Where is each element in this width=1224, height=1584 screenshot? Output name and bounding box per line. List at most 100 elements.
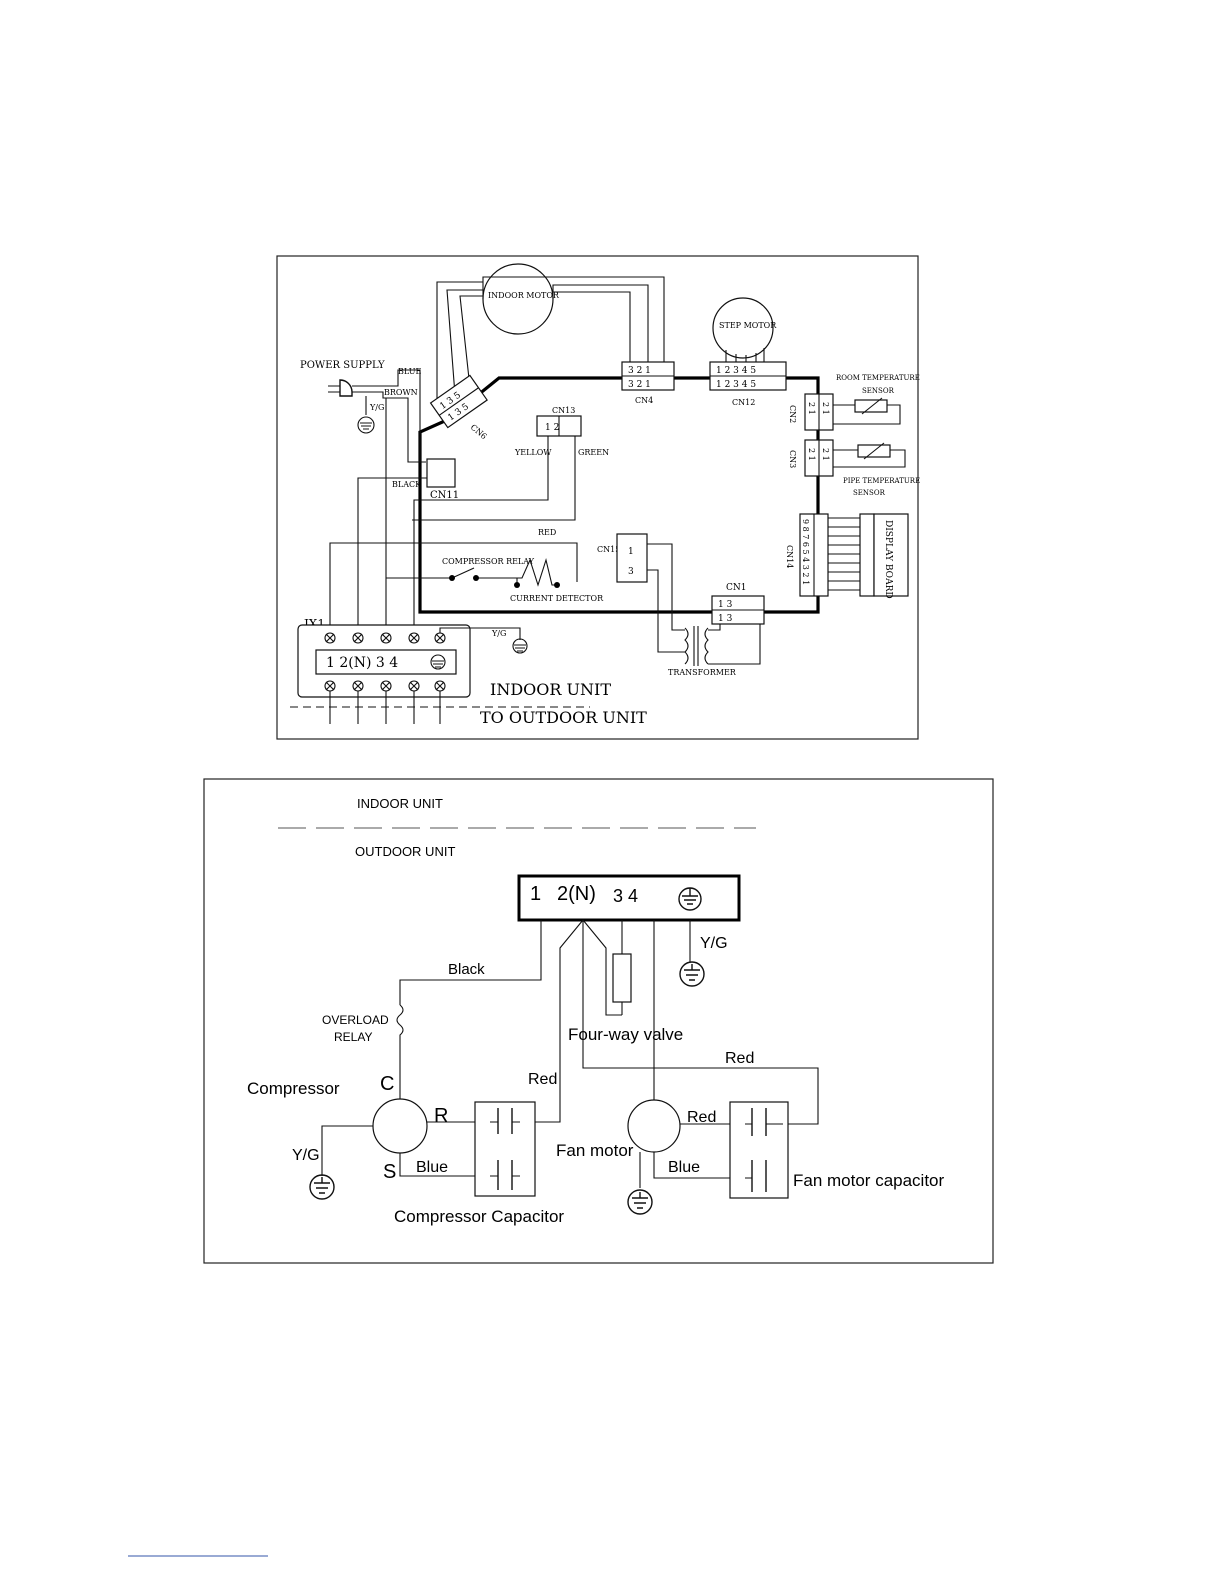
overload-relay-symbol [396,1004,404,1100]
svg-text:1 2: 1 2 [545,423,559,433]
indoor-unit-label: INDOOR UNIT [490,680,611,699]
compressor-capacitor-label: Compressor Capacitor [394,1207,564,1226]
red-comp-label: Red [528,1071,557,1088]
display-board-label: DISPLAY BOARD [883,520,893,599]
svg-text:1 2 3 4 5: 1 2 3 4 5 [716,366,756,376]
blue-fan-label: Blue [668,1159,700,1176]
plug-ground-icon [357,416,375,434]
cn12-connector: 1 2 3 4 5 1 2 3 4 5 [709,361,787,391]
current-detector-label: CURRENT DETECTOR [510,594,604,603]
svg-text:9 8 7 6 5 4 3 2 1: 9 8 7 6 5 4 3 2 1 [801,519,810,585]
cn3-label: CN3 [788,450,797,468]
fan-motor-capacitor-plates [751,1108,767,1192]
svg-text:1 3: 1 3 [718,614,733,624]
wire-transformer-cn1-b [708,624,761,665]
relay-contact-b [473,575,479,581]
svg-text:1: 1 [628,547,634,557]
current-detector-symbol [516,557,557,587]
red-fan-label: Red [725,1050,754,1067]
indoor-wiring-diagram: INDOOR MOTOR 1 3 5 1 3 5 CN6 3 2 1 3 2 1… [276,255,920,740]
cn15-connector: 1 3 [616,533,648,583]
compressor-capacitor [474,1101,536,1197]
power-supply-label: POWER SUPPLY [300,360,385,371]
cn4-connector: 3 2 1 3 2 1 [621,361,675,391]
svg-text:1 3: 1 3 [718,600,733,610]
blue-label: BLUE [398,367,421,376]
svg-text:3 2 1: 3 2 1 [628,380,651,390]
svg-text:2 1: 2 1 [807,448,816,461]
transformer-label: TRANSFORMER [668,668,737,677]
wire-green [412,436,576,521]
power-plug-symbol [339,379,353,397]
terminal-1-label: 1 [530,883,541,905]
four-way-valve-label: Four-way valve [568,1025,683,1044]
svg-text:2 1: 2 1 [807,402,816,415]
cn13-label: CN13 [552,406,575,415]
compressor-label: Compressor [247,1079,340,1098]
svg-text:1 2 3 4 5: 1 2 3 4 5 [716,380,756,390]
outdoor-diagram-frame [203,778,994,1264]
cn4-label: CN4 [635,396,653,405]
transformer-symbol [684,626,709,666]
red-fan-motor-label: Red [687,1109,716,1126]
wire-motor-cn4-b [552,284,649,362]
svg-text:3: 3 [628,567,634,577]
wire-n-four-way [582,919,622,1016]
brown-label: BROWN [384,388,418,397]
pipe-sensor-label-2: SENSOR [853,489,886,497]
yg-comp-label: Y/G [292,1147,320,1164]
compressor-ground-icon [309,1174,335,1200]
cn14-label: CN14 [785,545,794,568]
room-sensor-label-2: SENSOR [862,387,895,395]
wire-cn15-a [647,543,685,631]
fan-motor-capacitor [729,1101,789,1199]
wire-motor-cn6-b [446,289,483,396]
room-sensor-label-1: ROOM TEMPERATURE [836,374,920,382]
step-motor-symbol [712,297,774,359]
compressor-ground-wire [321,1125,373,1176]
cn2-connector: 2 1 2 1 [804,393,834,431]
wire-n-fan-cap [582,920,819,1125]
relay-contact-a [449,575,455,581]
room-sensor-thermistor [854,399,888,413]
wire-motor-cn6-a [436,281,483,405]
cn13-connector: 1 2 [536,415,582,437]
step-motor-label: STEP MOTOR [719,321,777,330]
compressor-s-label: S [383,1161,396,1183]
fan-motor-symbol [627,1099,681,1153]
wire-motor-cn4-a [482,276,665,362]
jx1-terminals-label: 1 2(N) 3 4 [326,655,398,671]
yg-jx1-label: Y/G [491,629,506,638]
svg-text:3 2 1: 3 2 1 [628,366,651,376]
cn11-label: CN11 [430,490,459,501]
outdoor-indoor-unit-label: INDOOR UNIT [357,796,443,811]
wire-black [357,477,427,635]
indoor-diagram-frame [276,255,919,740]
terminal-34-label: 3 4 [613,886,638,906]
compressor-capacitor-plates [497,1108,513,1190]
fan-motor-ground-icon [627,1189,653,1215]
jx1-ground-wire [439,627,521,640]
black-out-label: Black [448,961,485,978]
black-label: BLACK [392,480,422,489]
cn1-connector: 1 3 1 3 [711,595,765,625]
terminal-2n-label: 2(N) [557,883,596,905]
cn1-label: CN1 [726,583,747,593]
pipe-sensor-label-1: PIPE TEMPERATURE [843,477,920,485]
four-way-valve-coil [612,953,632,1003]
cn14-display-wires [828,517,860,591]
wire-n-compressor [520,919,584,1123]
outdoor-terminal-strip [517,874,741,922]
overload-label-1: OVERLOAD [322,1013,389,1027]
wire-motor-cn4-c [553,291,631,362]
svg-text:2 1: 2 1 [821,448,830,461]
svg-text:2 1: 2 1 [821,402,830,415]
compressor-s-wire [399,1153,490,1177]
compressor-c-label: C [380,1073,394,1095]
overload-label-2: RELAY [334,1030,372,1044]
blue-comp-label: Blue [416,1159,448,1176]
display-board-box [873,513,909,597]
compressor-relay-label: COMPRESSOR RELAY [442,557,535,566]
cn3-connector: 2 1 2 1 [804,439,834,477]
